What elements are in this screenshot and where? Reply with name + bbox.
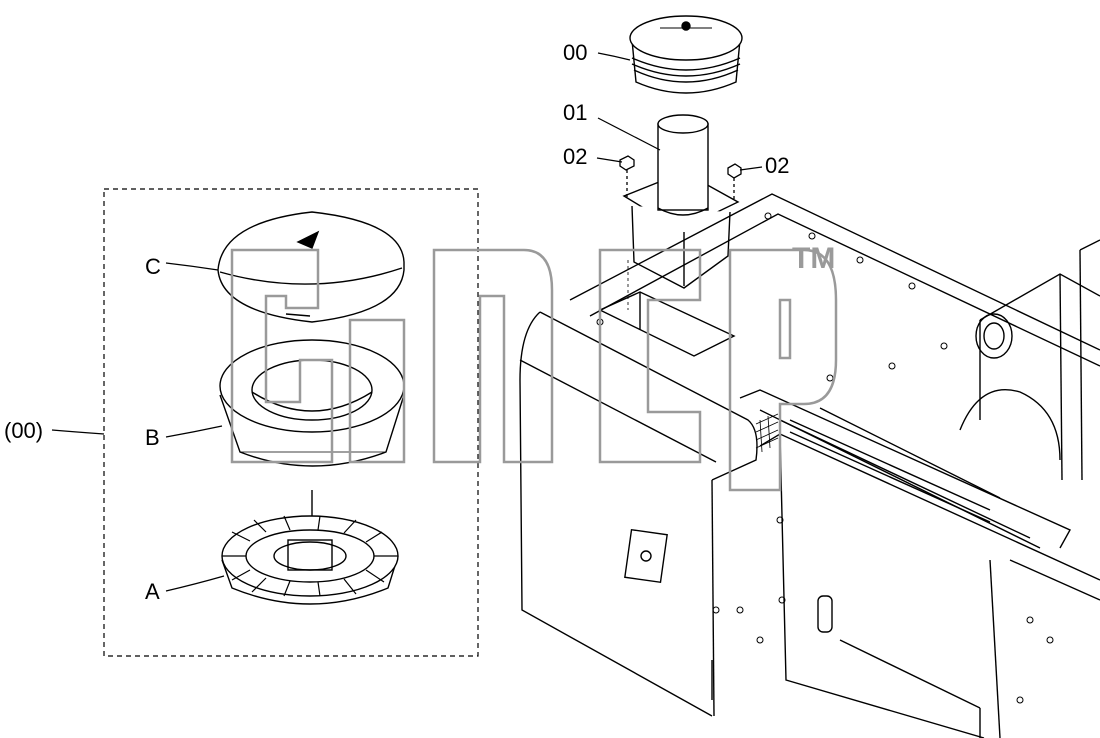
callout-02-right: 02 bbox=[765, 153, 790, 178]
watermark-trademark: TM bbox=[792, 242, 836, 275]
part-00-cap bbox=[629, 15, 743, 94]
leader-a bbox=[165, 575, 225, 592]
leader-lines bbox=[51, 52, 763, 592]
callout-01: 01 bbox=[563, 100, 588, 125]
part-01-intake-pipe bbox=[622, 114, 740, 310]
callout-02-left: 02 bbox=[563, 144, 588, 169]
callout-c: C bbox=[145, 254, 161, 279]
callout-group-00: (00) bbox=[4, 418, 44, 443]
watermark-logo bbox=[230, 248, 838, 492]
leader-02-right bbox=[739, 166, 763, 171]
leader-02-left bbox=[596, 157, 623, 163]
leader-b bbox=[165, 425, 223, 438]
part-c-cover bbox=[217, 211, 405, 323]
callout-00: 00 bbox=[563, 40, 588, 65]
callout-a: A bbox=[145, 579, 160, 604]
callout-b: B bbox=[145, 425, 160, 450]
part-02-bolt-right bbox=[727, 163, 742, 200]
housing-fasteners bbox=[596, 212, 1054, 704]
part-02-bolt-left bbox=[619, 155, 635, 198]
part-b-ring bbox=[219, 339, 405, 467]
assembly-group-box bbox=[103, 188, 479, 657]
leader-group bbox=[51, 429, 105, 435]
part-a-base bbox=[221, 490, 399, 605]
leader-00 bbox=[597, 52, 631, 61]
leader-c bbox=[165, 262, 219, 271]
leader-01 bbox=[597, 117, 661, 151]
